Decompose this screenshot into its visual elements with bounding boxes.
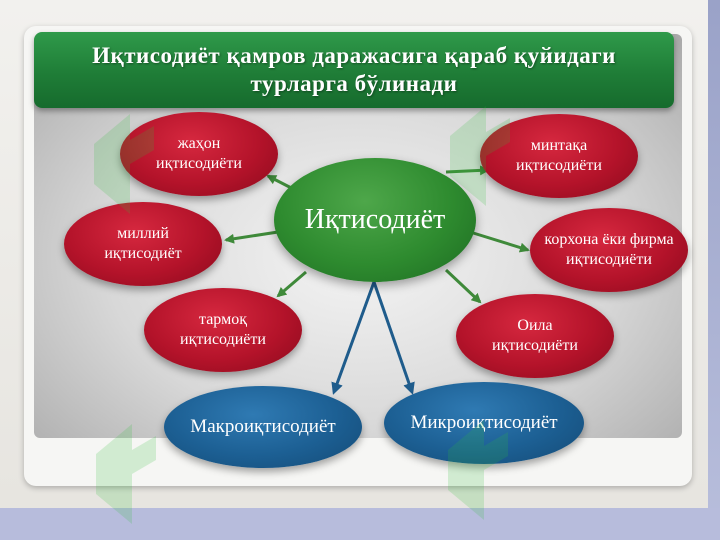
- node-regional-economy: минтақа иқтисодиёти: [480, 114, 638, 198]
- arrow-to-regional: [445, 165, 490, 176]
- node-national-economy: миллий иқтисодиёт: [64, 202, 222, 286]
- node-macroeconomy: Макроиқтисодиёт: [164, 386, 362, 468]
- node-sector-economy: тармоқ иқтисодиёти: [144, 288, 302, 372]
- arrow-to-firm: [469, 230, 530, 253]
- node-world-economy: жаҳон иқтисодиёти: [120, 112, 278, 196]
- center-node-economy: Иқтисодиёт: [274, 158, 476, 282]
- right-accent-strip: [708, 0, 720, 540]
- slide-title: Иқтисодиёт қамров даражасига қараб қуйид…: [92, 43, 616, 96]
- title-banner: Иқтисодиёт қамров даражасига қараб қуйид…: [34, 32, 674, 108]
- bottom-accent-band: [0, 508, 720, 540]
- arrow-to-family: [444, 268, 482, 304]
- node-family-economy: Оила иқтисодиёти: [456, 294, 614, 378]
- arrow-to-national: [224, 230, 279, 244]
- arrow-to-micro: [372, 281, 415, 395]
- node-microeconomy: Микроиқтисодиёт: [384, 382, 584, 464]
- node-firm-economy: корхона ёки фирма иқтисодиёти: [530, 208, 688, 292]
- arrow-to-macro: [331, 281, 376, 395]
- arrow-to-sector: [276, 270, 307, 298]
